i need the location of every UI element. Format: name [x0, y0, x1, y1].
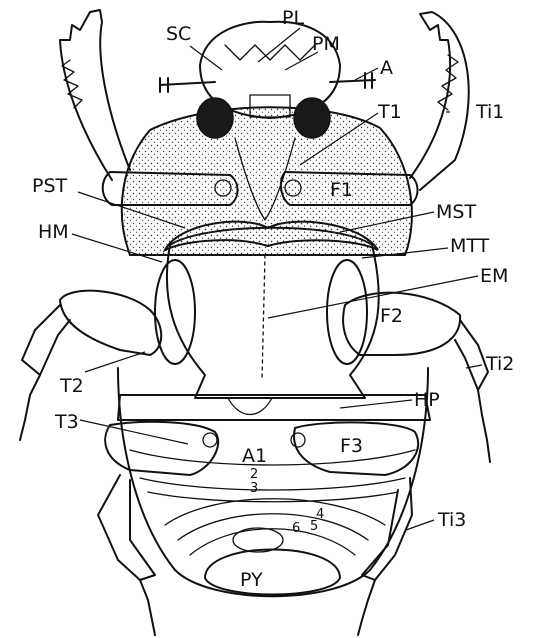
hind-coxa-notch [228, 398, 272, 415]
label-sternite-2: 2 [250, 467, 258, 482]
label-sternite-6: 6 [292, 521, 300, 536]
hind-tarsus-left [140, 580, 155, 635]
mid-tarsus-left [20, 375, 40, 440]
leader-a [355, 68, 378, 80]
label-ti2: Ti2 [485, 353, 514, 375]
sternite-6 [190, 529, 355, 555]
label-t1: T1 [377, 101, 402, 123]
mid-tibia-left [22, 305, 70, 375]
label-ti3: Ti3 [437, 509, 466, 531]
leader-t3 [80, 420, 188, 444]
label-sternite-3: 3 [250, 481, 258, 496]
leader-pl [258, 28, 300, 62]
eye-left [197, 98, 233, 138]
sternite-3 [148, 492, 398, 502]
mid-femur-left [60, 291, 161, 355]
metasternum-midline [262, 255, 265, 380]
leader-lines [72, 28, 482, 530]
label-sc: SC [166, 23, 191, 45]
leader-hp [340, 400, 412, 408]
label-mtt: MTT [450, 235, 490, 257]
sternite-1 [130, 450, 415, 465]
hind-trochanter-right [291, 433, 305, 447]
front-tibia-right-teeth [438, 55, 458, 110]
leader-em [268, 276, 478, 318]
label-py: PY [240, 569, 263, 591]
label-sternite-5: 5 [310, 519, 318, 534]
label-a: A [380, 57, 393, 79]
leader-t2 [85, 352, 145, 372]
label-t2: T2 [59, 375, 84, 397]
sternite-2 [140, 478, 405, 490]
label-hp: HP [414, 389, 440, 411]
label-t3: T3 [54, 411, 79, 433]
sternite-5 [178, 514, 368, 540]
hind-trochanter-left [203, 433, 217, 447]
hind-tarsus-right [358, 580, 375, 635]
label-pst: PST [32, 175, 68, 197]
hind-tibia-right [362, 478, 412, 580]
label-em: EM [480, 265, 508, 287]
label-ti1: Ti1 [475, 101, 504, 123]
mid-coxa-right [327, 260, 367, 364]
label-a1: A1 [242, 445, 267, 467]
label-mst: MST [436, 201, 476, 223]
label-f1: F1 [330, 179, 353, 201]
label-f3: F3 [340, 435, 363, 457]
label-pm: PM [312, 33, 340, 55]
pygidium-center [233, 528, 283, 552]
mid-coxa-left [155, 260, 195, 364]
hind-tibia-left [98, 475, 155, 580]
label-f2: F2 [380, 305, 403, 327]
mid-tarsus-right [478, 390, 490, 462]
eye-right [294, 98, 330, 138]
mid-tibia-right [455, 320, 488, 390]
label-hm: HM [38, 221, 69, 243]
sternite-4 [165, 499, 385, 525]
pygidium-shape [205, 550, 340, 595]
label-pl: PL [282, 7, 304, 29]
